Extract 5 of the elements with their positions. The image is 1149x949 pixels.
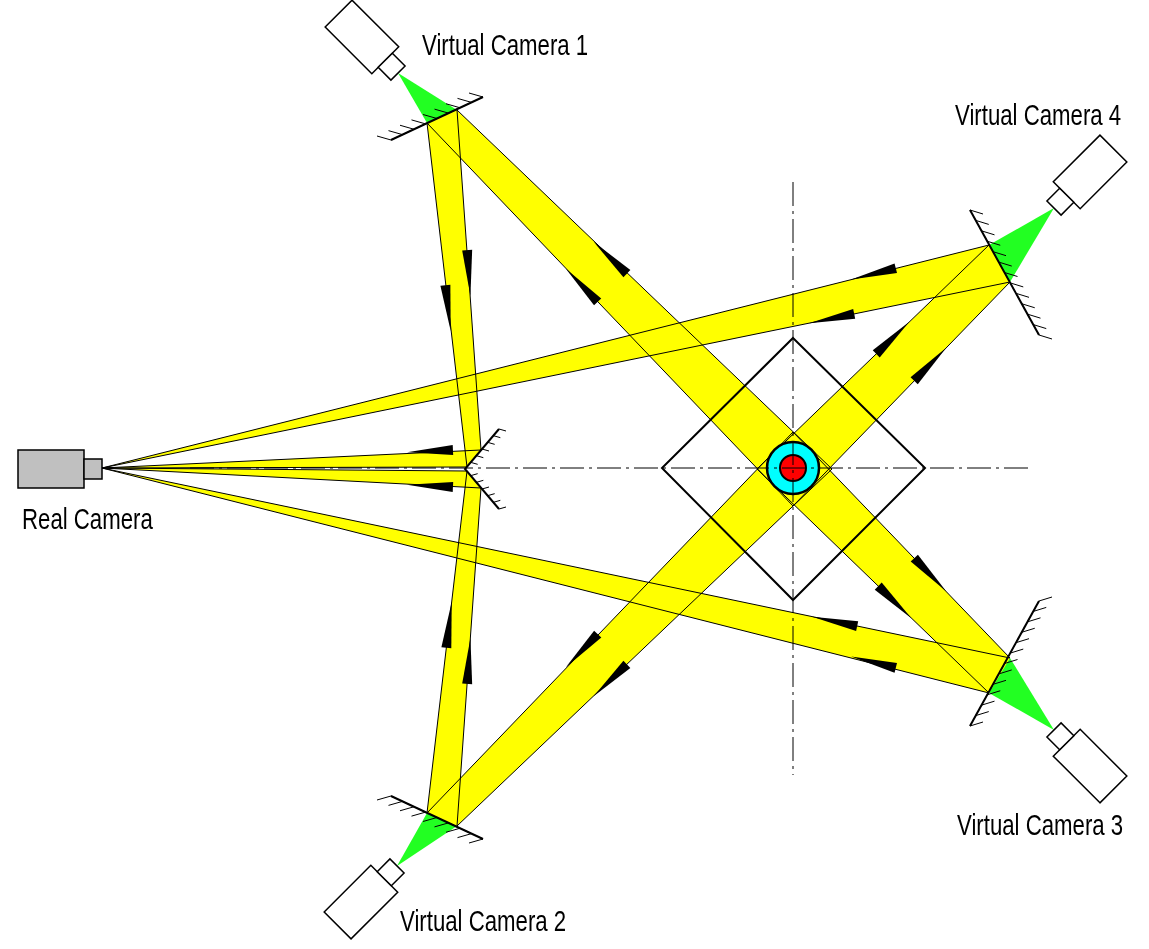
camera-label: Virtual Camera 2 [400,906,567,936]
camera-label: Virtual Camera 1 [422,30,589,60]
camera-label: Real Camera [22,504,153,534]
camera-label: Virtual Camera 4 [955,100,1122,130]
camera-label: Virtual Camera 3 [957,810,1124,840]
